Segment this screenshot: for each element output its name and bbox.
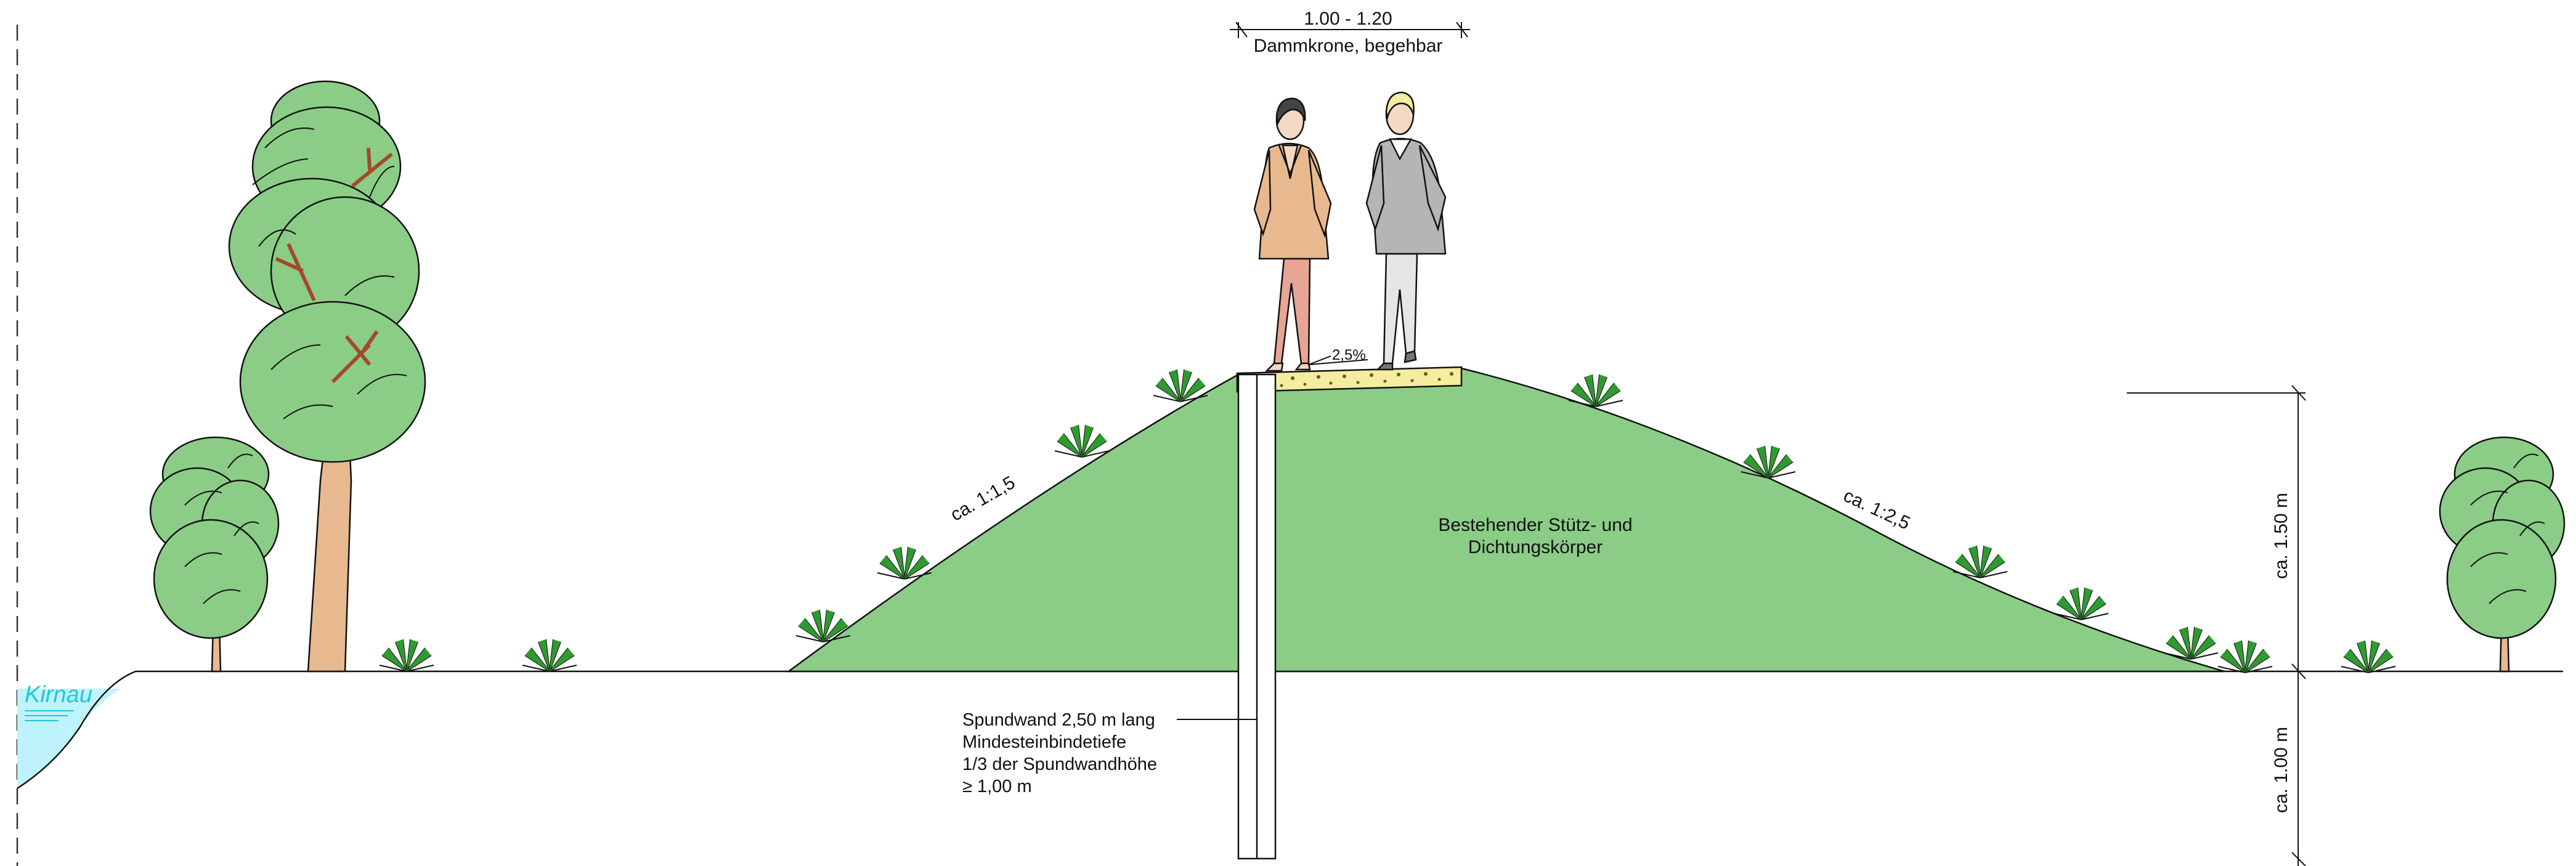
person-left-icon: [1253, 97, 1332, 372]
grass-icon: [877, 546, 932, 580]
sheet-pile-label-2: Mindesteinbindetiefe: [962, 732, 1126, 752]
person-right-icon: [1365, 91, 1447, 371]
embankment-body: [786, 367, 2225, 673]
grass-icon: [2054, 587, 2109, 620]
sheet-pile-label-1: Spundwand 2,50 m lang: [962, 710, 1155, 730]
crest-width-label: 1.00 - 1.20: [1304, 9, 1392, 29]
upper-height-label: ca. 1.50 m: [2271, 493, 2291, 579]
dim-tick-ground: [2291, 663, 2306, 679]
grass-icon: [1568, 374, 1623, 407]
sheet-pile-label-4: ≥ 1,00 m: [962, 777, 1032, 796]
river-water: [17, 689, 121, 788]
grass-icon: [1741, 445, 1796, 479]
crest-slope-arrow: [1308, 355, 1368, 365]
grass-icon: [1054, 424, 1110, 458]
river-label: Kirnau: [25, 682, 92, 708]
grass-icon: [795, 609, 851, 642]
crest-slope-label: 2,5%: [1332, 347, 1366, 363]
lower-height-label: ca. 1.00 m: [2271, 727, 2291, 813]
grass-icon: [1153, 369, 1208, 402]
small-tree-right-icon: [2439, 436, 2566, 673]
embankment-body-label-2: Dichtungskörper: [1468, 537, 1603, 557]
grass-icon: [2217, 640, 2273, 673]
water-surface-icon: [25, 710, 74, 721]
grass-icon: [2163, 626, 2219, 660]
grass-icon: [522, 639, 577, 672]
crest-description-label: Dammkrone, begehbar: [1254, 36, 1443, 56]
dim-tick-top: [2291, 385, 2306, 401]
embankment-body-label-1: Bestehender Stütz- und: [1438, 515, 1632, 535]
large-tree-icon: [228, 80, 426, 673]
small-tree-left-icon: [149, 436, 280, 673]
dim-tick-bottom: [2291, 852, 2306, 866]
sheet-pile-label-3: 1/3 der Spundwandhöhe: [962, 755, 1157, 774]
grass-icon: [2341, 640, 2396, 673]
grass-icon: [379, 639, 434, 672]
river-bank-line: [17, 670, 136, 790]
grass-icon: [1952, 545, 2008, 578]
